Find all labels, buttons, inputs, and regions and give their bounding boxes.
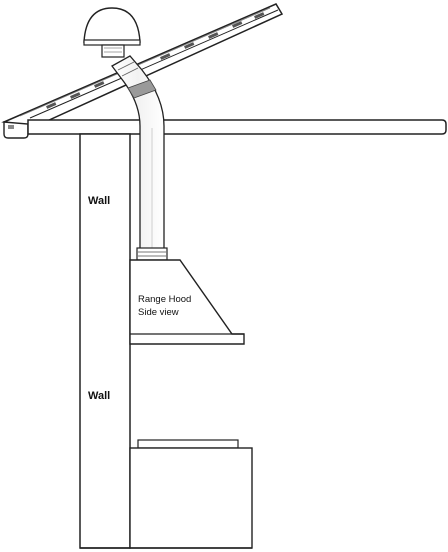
gutter bbox=[3, 121, 29, 139]
roof-shingles bbox=[46, 12, 265, 109]
duct-pipe bbox=[111, 55, 165, 253]
duct-connector bbox=[136, 247, 168, 261]
wall bbox=[79, 133, 131, 549]
range-hood bbox=[129, 259, 245, 345]
duct-flashing-band bbox=[127, 79, 157, 99]
roof-inner-line bbox=[29, 9, 279, 119]
label-range-hood: Range Hood bbox=[138, 294, 191, 305]
roof-vent-cap bbox=[83, 7, 141, 58]
stove bbox=[129, 439, 253, 549]
ceiling-beam bbox=[27, 119, 447, 135]
roof-shingle-lines bbox=[19, 7, 271, 117]
label-side-view: Side view bbox=[138, 307, 179, 318]
label-wall-lower: Wall bbox=[88, 390, 110, 402]
label-wall-upper: Wall bbox=[88, 195, 110, 207]
